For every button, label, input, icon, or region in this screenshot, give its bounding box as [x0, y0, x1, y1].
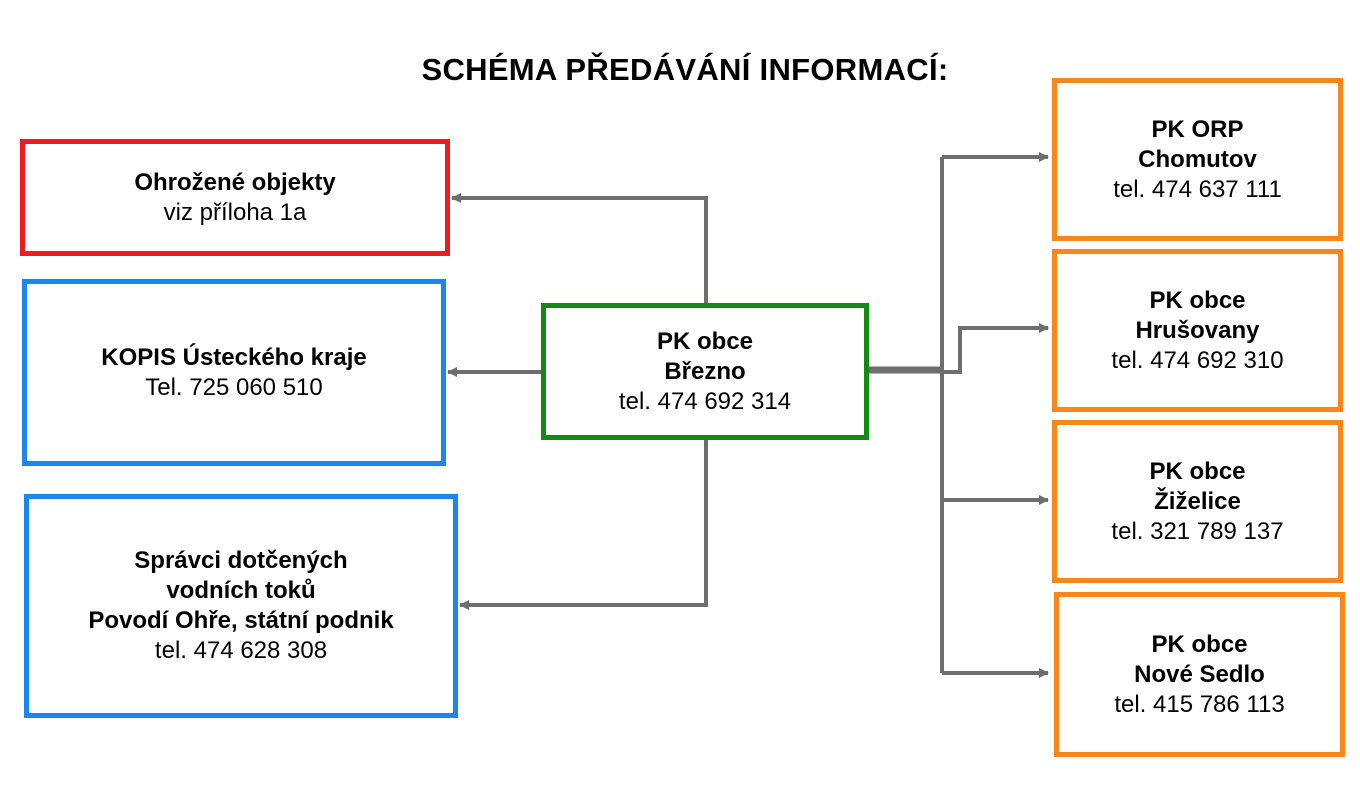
center-box-brezno: PK obce Březno tel. 474 692 314 [541, 303, 869, 440]
arrow-to-rivers [459, 440, 708, 610]
hrusovany-name-2: Hrušovany [1135, 316, 1260, 344]
river-managers-phone: tel. 474 628 308 [154, 637, 328, 664]
right-box-chomutov: PK ORP Chomutov tel. 474 637 111 [1052, 78, 1343, 241]
center-name-1: PK obce [656, 327, 754, 355]
chomutov-name-2: Chomutov [1138, 145, 1257, 173]
kopis-box: KOPIS Ústeckého kraje Tel. 725 060 510 [22, 279, 446, 466]
zizelice-phone: tel. 321 789 137 [1111, 517, 1284, 545]
nove-sedlo-phone: tel. 415 786 113 [1114, 690, 1285, 718]
threatened-objects-note: viz příloha 1a [163, 198, 307, 226]
zizelice-name-2: Žiželice [1154, 487, 1241, 515]
zizelice-name-1: PK obce [1149, 457, 1246, 485]
right-box-hrusovany: PK obce Hrušovany tel. 474 692 310 [1052, 249, 1343, 412]
kopis-name: KOPIS Ústeckého kraje [101, 343, 367, 371]
right-box-nove-sedlo: PK obce Nové Sedlo tel. 415 786 113 [1054, 592, 1345, 757]
river-managers-name-3: Povodí Ohře, státní podnik [88, 607, 394, 634]
threatened-objects-name: Ohrožené objekty [134, 168, 336, 196]
kopis-phone: Tel. 725 060 510 [145, 373, 323, 401]
hrusovany-name-1: PK obce [1149, 286, 1246, 314]
chomutov-name-1: PK ORP [1151, 115, 1244, 143]
arrow-to-threatened [451, 193, 708, 305]
arrow-to-hrusovany [942, 323, 1049, 374]
center-phone: tel. 474 692 314 [618, 387, 792, 415]
river-managers-box: Správci dotčených vodních toků Povodí Oh… [24, 494, 458, 718]
threatened-objects-box: Ohrožené objekty viz příloha 1a [20, 139, 450, 256]
hrusovany-phone: tel. 474 692 310 [1111, 346, 1284, 374]
right-box-zizelice: PK obce Žiželice tel. 321 789 137 [1052, 420, 1343, 583]
center-name-2: Březno [664, 357, 746, 385]
nove-sedlo-name-2: Nové Sedlo [1134, 660, 1265, 688]
river-managers-name-2: vodních toků [166, 577, 316, 604]
chomutov-phone: tel. 474 637 111 [1113, 175, 1282, 203]
river-managers-name-1: Správci dotčených [134, 547, 348, 574]
diagram-title: SCHÉMA PŘEDÁVÁNÍ INFORMACÍ: [421, 52, 949, 87]
nove-sedlo-name-1: PK obce [1151, 630, 1248, 658]
